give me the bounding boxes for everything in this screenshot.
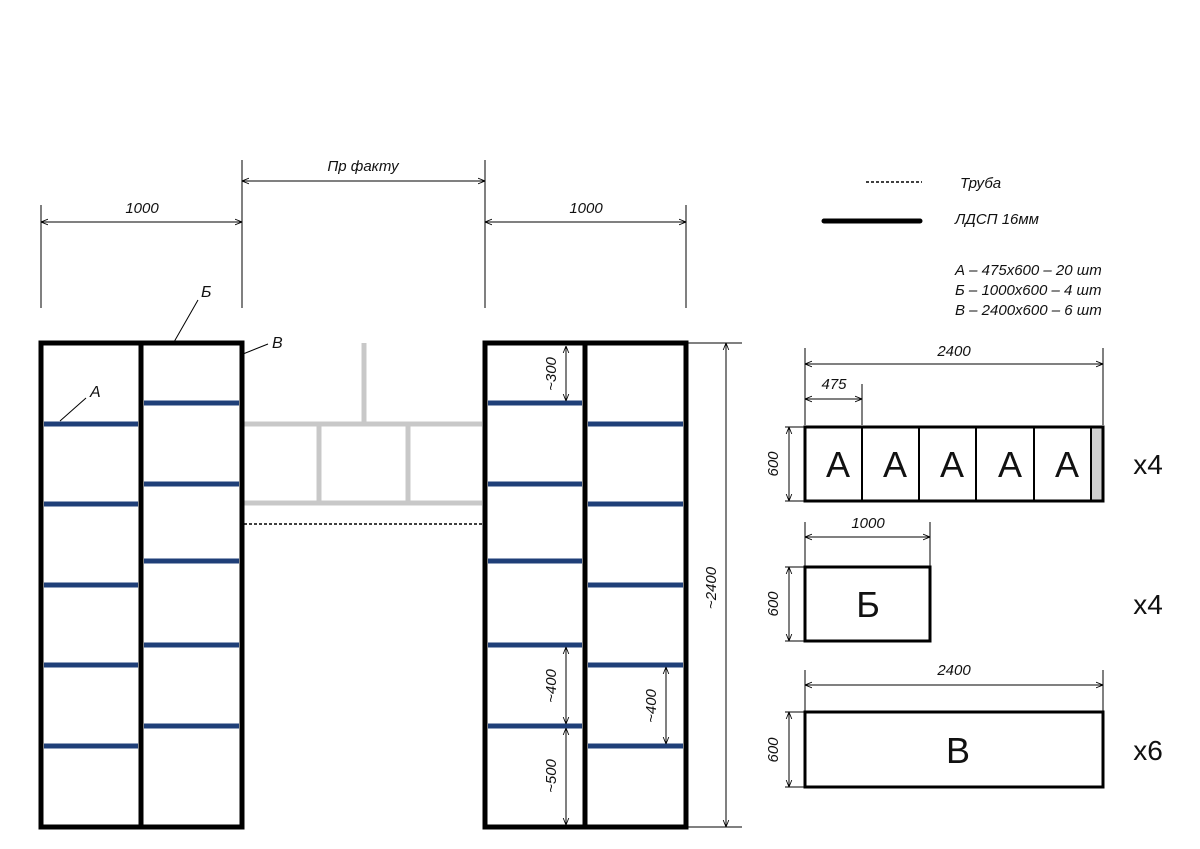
a-piece-letter: А — [826, 444, 850, 485]
dimension-spacing-400-b: ~400 — [643, 667, 666, 744]
dimension-spacing-500: ~500 — [543, 728, 566, 825]
legend: Труба ЛДСП 16мм А – 475х600 – 20 шт Б – … — [821, 175, 1102, 319]
right-width-label: 1000 — [569, 200, 603, 217]
c-quantity: х6 — [1133, 735, 1163, 766]
c-height-label: 600 — [765, 737, 782, 763]
marker-a-label: А — [89, 384, 101, 401]
c-length-label: 2400 — [936, 662, 971, 679]
parts-line-b: Б – 1000х600 – 4 шт — [955, 282, 1101, 299]
a-piece-label: 475 — [821, 376, 847, 393]
right-cabinet — [482, 340, 689, 830]
spacing-500-label: ~500 — [543, 758, 560, 792]
dimension-height: ~2400 — [686, 342, 742, 828]
part-a-block: 2400 475 600 А А А А А х4 — [765, 343, 1163, 503]
dimension-gap-width: Пр факту — [242, 158, 486, 308]
left-cabinet — [38, 340, 245, 830]
spacing-300-label: ~300 — [543, 356, 560, 390]
a-length-label: 2400 — [936, 343, 971, 360]
height-label: ~2400 — [703, 566, 720, 609]
marker-c-label: В — [272, 335, 283, 352]
parts-line-c: В – 2400х600 – 6 шт — [955, 302, 1102, 319]
gap-width-label: Пр факту — [327, 158, 400, 175]
pipe-legend-label: Труба — [960, 175, 1001, 192]
a-quantity: х4 — [1133, 449, 1163, 480]
dimension-left-width: 1000 — [40, 160, 243, 308]
dimension-right-width: 1000 — [485, 200, 687, 308]
board-legend-label: ЛДСП 16мм — [954, 211, 1039, 228]
marker-a: А — [59, 384, 101, 422]
marker-c: В — [242, 335, 283, 355]
dimension-spacing-400-a: ~400 — [543, 647, 566, 724]
a-piece-letter: А — [883, 444, 907, 485]
a-piece-letter: А — [998, 444, 1022, 485]
dimension-spacing-300: ~300 — [543, 346, 566, 401]
parts-line-a: А – 475х600 – 20 шт — [954, 262, 1102, 279]
marker-b: Б — [173, 284, 211, 343]
c-piece-letter: В — [946, 730, 970, 771]
spacing-400-b-label: ~400 — [643, 688, 660, 722]
part-b-block: 1000 600 Б х4 — [765, 515, 1163, 643]
a-piece-letter: А — [1055, 444, 1079, 485]
a-piece-letter: А — [940, 444, 964, 485]
left-width-label: 1000 — [125, 200, 159, 217]
b-quantity: х4 — [1133, 589, 1163, 620]
a-height-label: 600 — [765, 451, 782, 477]
part-c-block: 2400 600 В х6 — [765, 662, 1163, 789]
pipe-structure — [244, 343, 482, 525]
b-length-label: 1000 — [851, 515, 885, 532]
waste-strip — [1091, 427, 1103, 501]
b-height-label: 600 — [765, 591, 782, 617]
b-piece-letter: Б — [856, 584, 880, 625]
spacing-400-a-label: ~400 — [543, 668, 560, 702]
marker-b-label: Б — [201, 284, 211, 301]
